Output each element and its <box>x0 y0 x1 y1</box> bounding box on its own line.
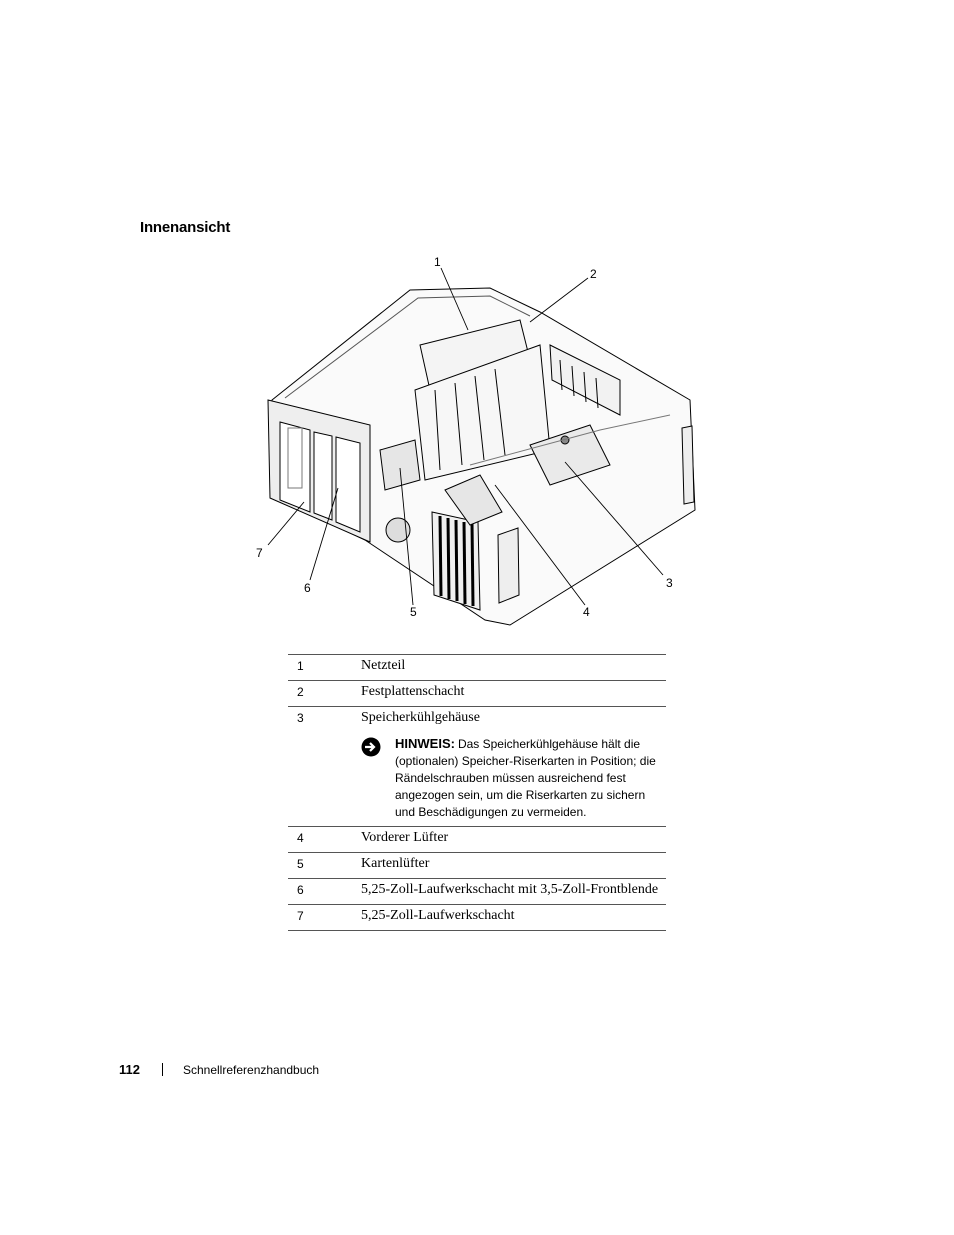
legend-label: Speicherkühlgehäuse <box>361 710 480 725</box>
callout-5: 5 <box>410 605 417 619</box>
callout-6: 6 <box>304 581 311 595</box>
section-heading: Innenansicht <box>140 219 231 236</box>
legend-number: 7 <box>288 904 361 931</box>
book-title: Schnellreferenzhandbuch <box>182 1062 320 1077</box>
chassis-drawing <box>267 287 696 626</box>
callout-4: 4 <box>583 605 590 619</box>
legend-row: 3 Speicherkühlgehäuse HINWEIS:Das Speich… <box>288 706 666 827</box>
page-number: 112 <box>119 1062 140 1077</box>
notice-icon <box>361 737 381 757</box>
legend-number: 4 <box>288 826 361 853</box>
legend-number: 3 <box>288 706 361 827</box>
footer-separator <box>161 1063 163 1076</box>
callout-leader-lines <box>267 267 664 606</box>
legend-label: Kartenlüfter <box>361 852 666 879</box>
notice-box: HINWEIS:Das Speicherkühlgehäuse hält die… <box>361 735 666 821</box>
legend-label: 5,25-Zoll-Laufwerkschacht mit 3,5-Zoll-F… <box>361 878 666 905</box>
legend-row: 2 Festplattenschacht <box>288 680 666 707</box>
legend-label: Vorderer Lüfter <box>361 826 666 853</box>
legend-label: Festplattenschacht <box>361 680 666 707</box>
legend-number: 6 <box>288 878 361 905</box>
legend-label: Netzteil <box>361 654 666 681</box>
callout-1: 1 <box>434 255 441 269</box>
parts-legend-table: 1 Netzteil 2 Festplattenschacht 3 Speich… <box>288 654 666 931</box>
callout-2: 2 <box>590 267 597 281</box>
legend-row: 6 5,25-Zoll-Laufwerkschacht mit 3,5-Zoll… <box>288 878 666 905</box>
callout-3: 3 <box>666 576 673 590</box>
legend-number: 1 <box>288 654 361 681</box>
notice-text: Das Speicherkühlgehäuse hält die (option… <box>395 737 656 819</box>
callout-7: 7 <box>256 546 263 560</box>
legend-row: 7 5,25-Zoll-Laufwerkschacht <box>288 904 666 931</box>
computer-interior-illustration: 1 2 3 4 5 6 7 <box>240 250 710 630</box>
legend-row: 1 Netzteil <box>288 654 666 681</box>
legend-row: 5 Kartenlüfter <box>288 852 666 879</box>
page-footer: 112 Schnellreferenzhandbuch <box>119 1062 319 1077</box>
legend-number: 2 <box>288 680 361 707</box>
legend-row: 4 Vorderer Lüfter <box>288 826 666 853</box>
legend-label: 5,25-Zoll-Laufwerkschacht <box>361 904 666 931</box>
legend-number: 5 <box>288 852 361 879</box>
notice-label: HINWEIS: <box>395 736 455 751</box>
